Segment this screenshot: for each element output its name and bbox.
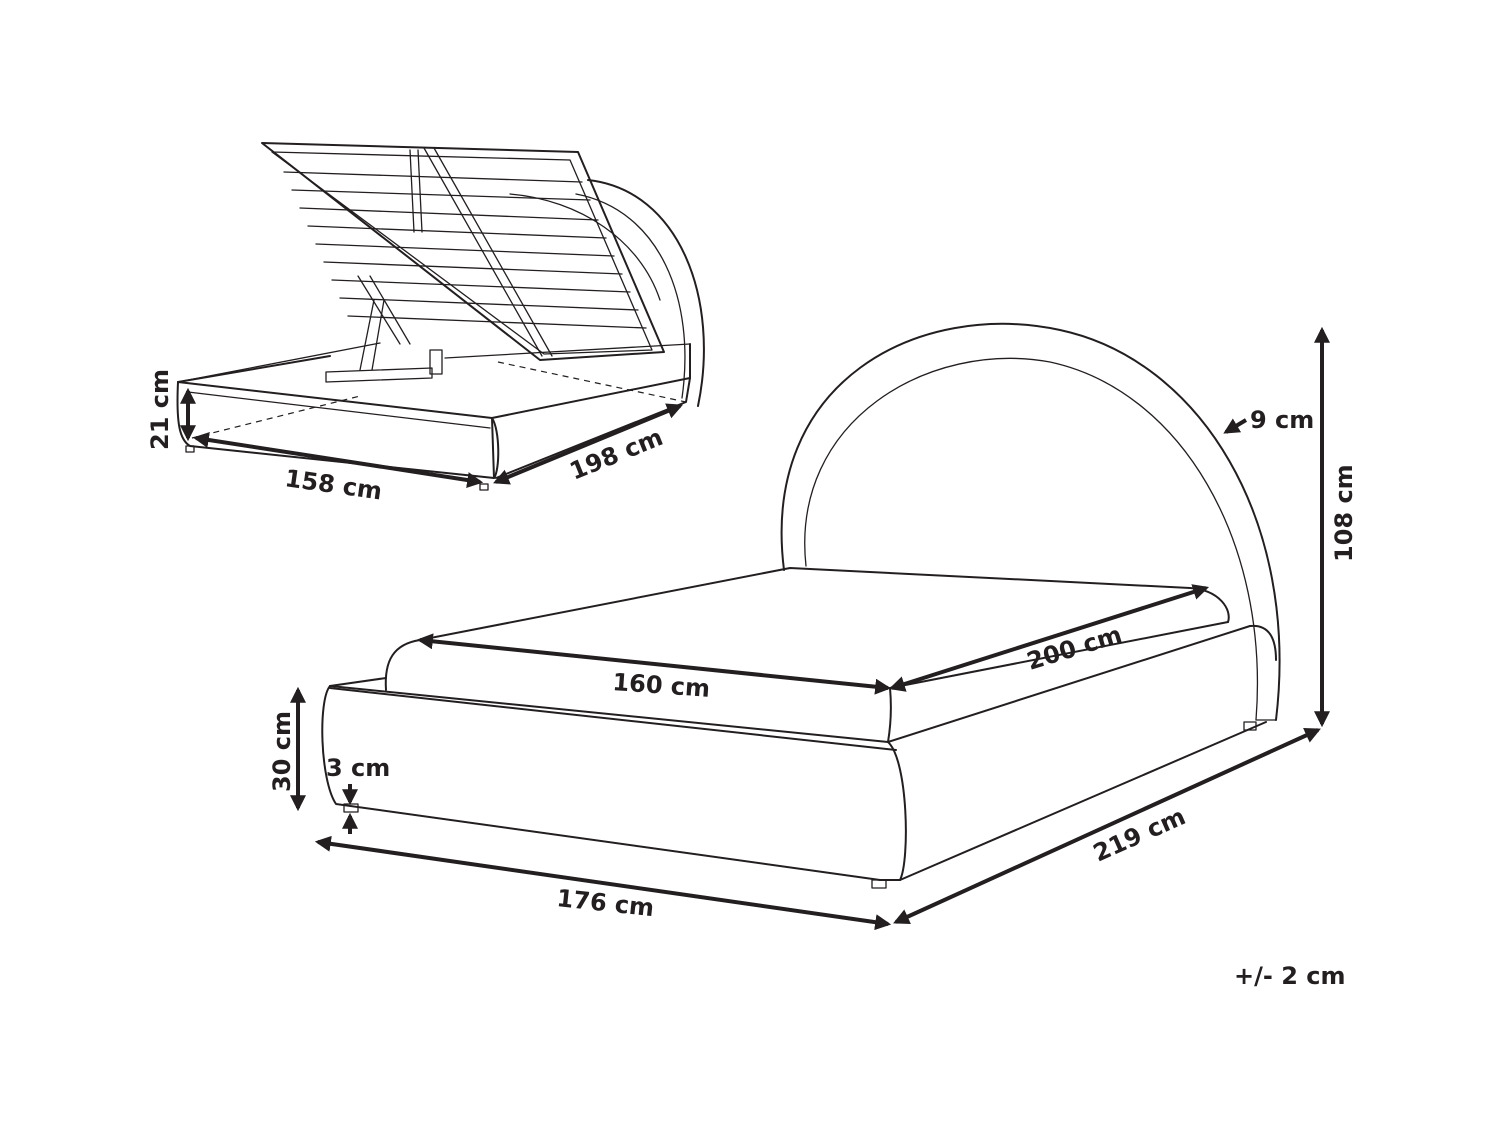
label-mattress-width: 160 cm <box>612 668 711 703</box>
label-tolerance: +/- 2 cm <box>1234 962 1345 990</box>
label-headboard-thickness: 9 cm <box>1250 406 1314 434</box>
label-storage-height: 21 cm <box>146 369 174 450</box>
main-bed-drawing <box>321 322 1281 889</box>
label-total-height: 108 cm <box>1330 464 1358 562</box>
label-frame-height: 30 cm <box>268 711 296 792</box>
label-leg-height: 3 cm <box>326 754 390 782</box>
storage-bed-drawing <box>176 142 705 491</box>
label-storage-width: 158 cm <box>283 464 384 505</box>
